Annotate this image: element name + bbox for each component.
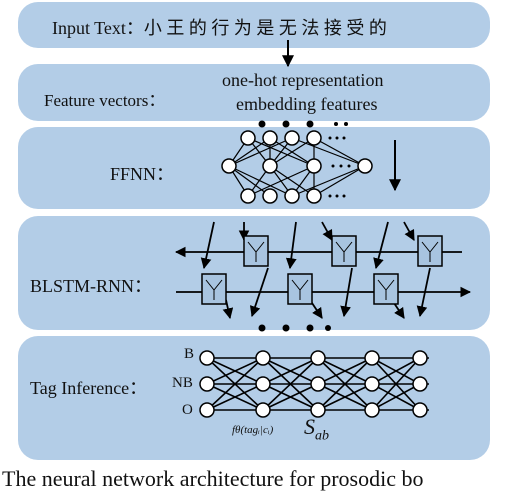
tag-label-b: B <box>184 346 195 362</box>
dots-bottom <box>258 324 331 332</box>
ffnn-network <box>221 130 373 204</box>
tag-label-nb: NB <box>172 375 193 391</box>
input-text-panel <box>18 2 490 48</box>
blstm-label: BLSTM-RNN： <box>30 276 153 296</box>
ffnn-label: FFNN： <box>110 164 175 184</box>
tag-inference-panel <box>18 336 490 460</box>
tag-lattice <box>199 350 429 418</box>
one-hot-label: one-hot representation <box>222 70 384 90</box>
blstm-network <box>174 221 472 320</box>
tag-inference-label: Tag Inference： <box>30 378 148 398</box>
tag-label-o: O <box>182 402 193 418</box>
formula-label: fθ(tagᵢ|cᵢ) <box>232 424 274 436</box>
dots-top <box>258 120 348 128</box>
embedding-label: embedding features <box>236 94 378 114</box>
input-text-label: Input Text：小 王 的 行 为 是 无 法 接 受 的 <box>52 18 387 38</box>
score-label: Sab <box>304 414 329 444</box>
feature-vectors-panel <box>18 64 490 121</box>
feature-vectors-label: Feature vectors： <box>44 91 166 110</box>
